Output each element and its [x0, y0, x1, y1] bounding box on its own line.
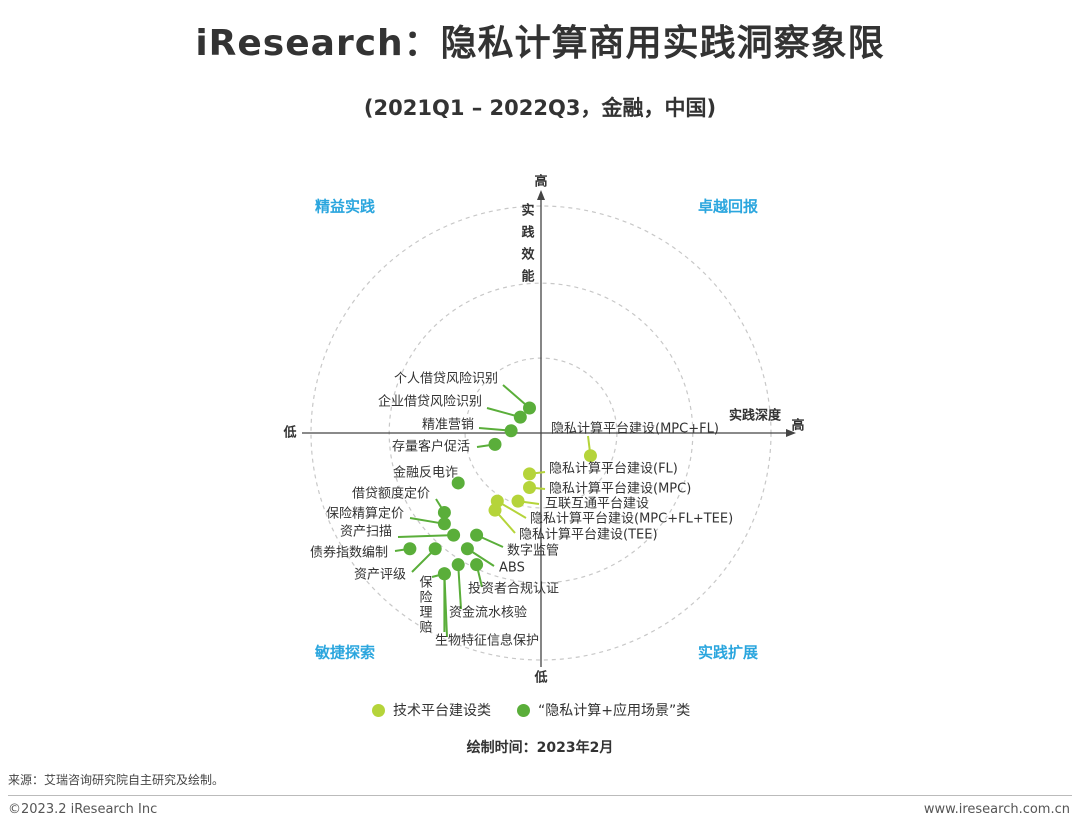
quadrant-label-top-right: 卓越回报: [698, 198, 758, 216]
data-point: [504, 424, 518, 438]
series-tech: [488, 435, 597, 534]
point-label: 隐私计算平台建设(FL): [549, 462, 678, 477]
quadrant-chart: 高低低高实践深度实践效能精益实践卓越回报敏捷探索实践扩展隐私计算平台建设(MPC…: [282, 174, 804, 686]
data-point: [451, 476, 465, 490]
data-point: [403, 542, 417, 556]
quadrant-label-bottom-left: 敏捷探索: [314, 644, 375, 662]
point-label-char: 保: [419, 576, 432, 591]
point-label: 数字监管: [507, 544, 559, 559]
point-label: 隐私计算平台建设(MPC): [549, 482, 691, 497]
y-axis-low-label: 低: [533, 670, 547, 686]
source-note: 来源：艾瑞咨询研究院自主研究及绘制。: [8, 773, 225, 787]
footer-divider: [8, 795, 1072, 796]
data-point: [523, 401, 536, 415]
chart-subtitle: (2021Q1 – 2022Q3，金融，中国): [363, 96, 717, 120]
x-axis-arrow: [786, 429, 796, 437]
point-label: 隐私计算平台建设(MPC+FL): [551, 422, 719, 437]
point-label: 金融反电诈: [393, 465, 458, 481]
data-point: [437, 505, 451, 519]
leader-line: [457, 564, 462, 610]
point-label: 债券指数编制: [310, 545, 388, 561]
chart-legend: 技术平台建设类 “隐私计算+应用场景”类: [372, 700, 716, 720]
data-point: [513, 410, 527, 424]
data-point: [451, 558, 465, 572]
y-axis-title-char: 践: [521, 225, 534, 241]
point-label: 精准营销: [422, 418, 474, 433]
point-label: 互联互通平台建设: [545, 497, 649, 512]
draw-time: 绘制时间：2023年2月: [466, 740, 614, 756]
data-point: [511, 494, 525, 508]
legend-dot-tech: [372, 703, 385, 717]
point-label: 存量客户促活: [392, 439, 470, 455]
series-scene: [394, 384, 536, 638]
data-point: [470, 528, 484, 542]
data-point: [437, 567, 451, 581]
legend-label-scene: “隐私计算+应用场景”类: [538, 703, 691, 719]
legend-dot-scene: [517, 703, 530, 717]
data-point: [583, 449, 597, 463]
point-label-char: 赔: [419, 621, 432, 636]
quadrant-label-bottom-right: 实践扩展: [698, 644, 758, 662]
leader-line: [397, 534, 454, 538]
x-axis-low-label: 低: [282, 425, 296, 441]
point-label: 隐私计算平台建设(MPC+FL+TEE): [530, 512, 733, 527]
legend-item-scene: “隐私计算+应用场景”类: [517, 700, 690, 720]
legend-label-tech: 技术平台建设类: [393, 703, 491, 719]
point-label: ABS: [499, 561, 525, 576]
data-point: [447, 528, 461, 542]
point-label: 投资者合规认证: [468, 581, 559, 597]
data-point: [488, 437, 502, 451]
point-label: 资金流水核验: [449, 605, 527, 621]
point-label: 生物特征信息保护: [435, 633, 539, 649]
data-point: [428, 542, 442, 556]
data-point: [460, 542, 474, 556]
data-point: [523, 480, 536, 494]
x-axis-title: 实践深度: [729, 408, 782, 424]
data-point: [470, 558, 484, 572]
copyright: ©2023.2 iResearch Inc: [8, 802, 158, 817]
point-label-char: 理: [419, 606, 432, 621]
point-label: 保险精算定价: [326, 507, 404, 522]
x-axis-high-label: 高: [791, 418, 804, 434]
point-label: 资产评级: [354, 568, 406, 583]
point-label-char: 险: [419, 591, 432, 606]
y-axis-high-label: 高: [534, 174, 547, 190]
chart-title: iResearch：隐私计算商用实践洞察象限: [195, 23, 885, 64]
point-label: 借贷额度定价: [352, 486, 430, 502]
point-label: 企业借贷风险识别: [378, 394, 482, 410]
y-axis-title-char: 效: [521, 247, 535, 263]
data-point: [488, 503, 502, 517]
y-axis-title-char: 能: [521, 269, 534, 285]
y-axis-arrow: [537, 190, 545, 200]
data-point: [523, 467, 536, 481]
quadrant-label-top-left: 精益实践: [315, 198, 375, 216]
point-label: 资产扫描: [340, 525, 392, 540]
website-link[interactable]: www.iresearch.com.cn: [923, 802, 1070, 817]
legend-item-tech: 技术平台建设类: [372, 700, 491, 720]
point-label: 个人借贷风险识别: [394, 372, 498, 387]
point-label: 隐私计算平台建设(TEE): [519, 528, 658, 543]
y-axis-title-char: 实: [521, 203, 534, 219]
data-point: [437, 517, 451, 531]
